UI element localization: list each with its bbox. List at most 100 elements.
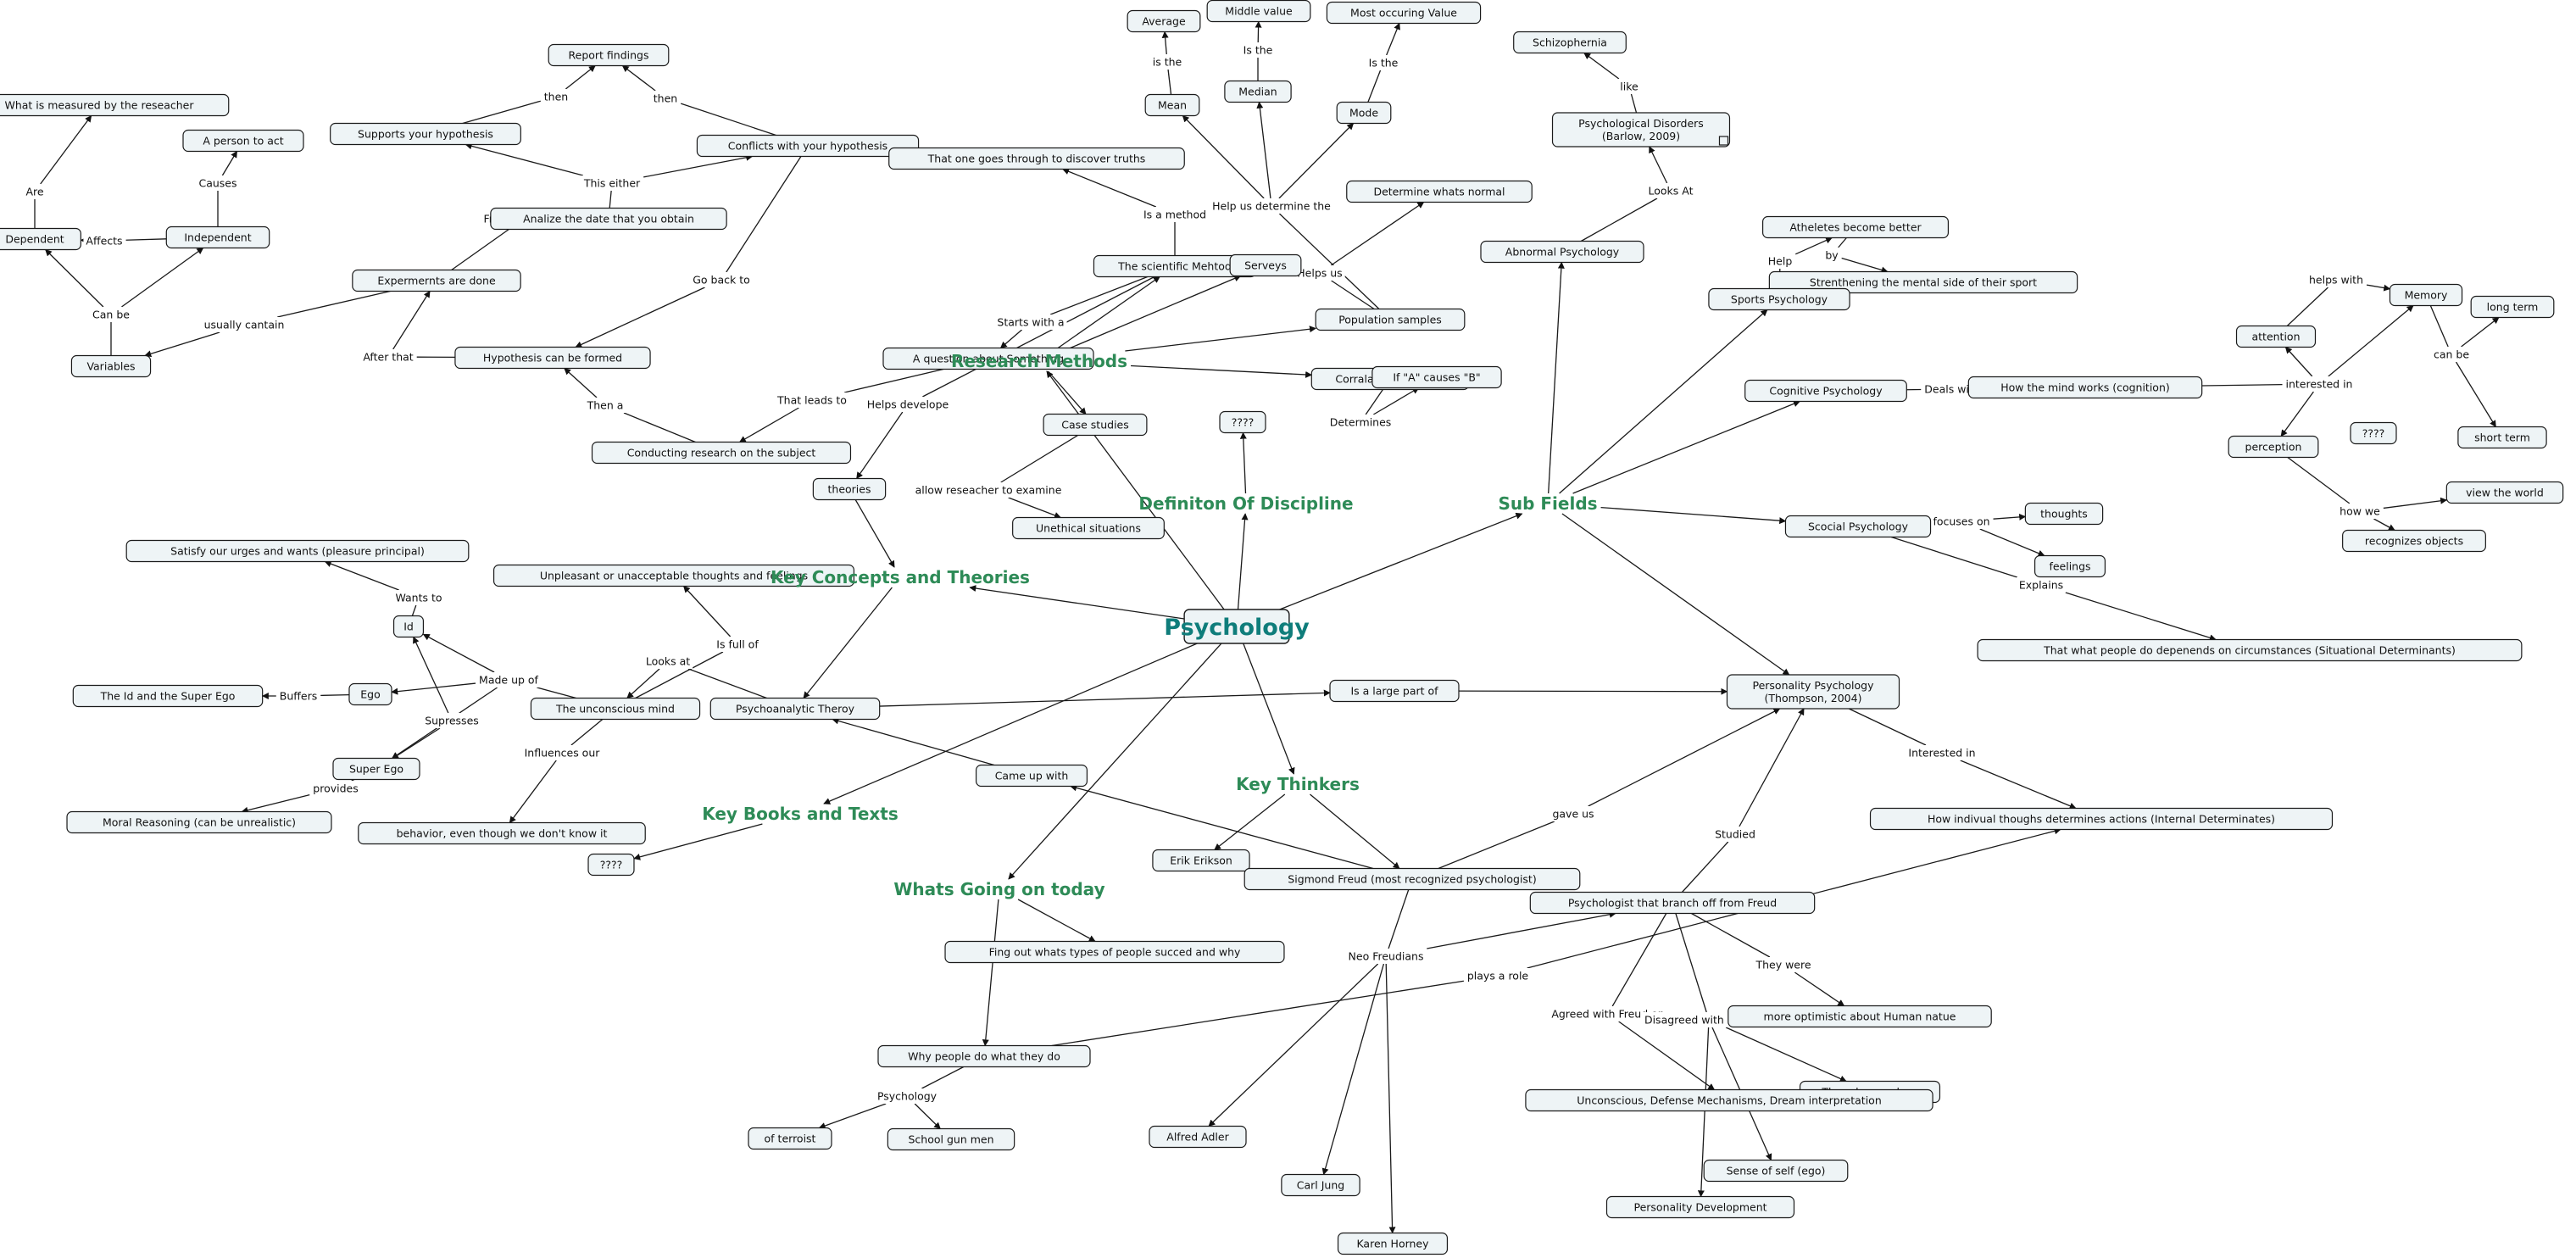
concept-succeed[interactable]: Fing out whats types of people succed an…: [944, 940, 1285, 964]
link-label: Is full of: [716, 638, 759, 651]
concept-short-term[interactable]: short term: [2457, 426, 2547, 449]
concept-adler[interactable]: Alfred Adler: [1149, 1125, 1247, 1149]
concept-individual[interactable]: How indivual thoughs determines actions …: [1869, 807, 2334, 831]
concept-cognitive[interactable]: Cognitive Psychology: [1744, 379, 1907, 403]
link-allow: allow reseacher to examine: [912, 482, 1065, 498]
concept-qq-cog[interactable]: ????: [2350, 421, 2397, 445]
concept-analize[interactable]: Analize the date that you obtain: [490, 207, 727, 231]
concept-strengthening[interactable]: Strenthening the mental side of their sp…: [1768, 270, 2078, 294]
concept-sports[interactable]: Sports Psychology: [1708, 287, 1850, 311]
concept-memory[interactable]: Memory: [2389, 283, 2463, 307]
concept-median[interactable]: Median: [1224, 80, 1292, 103]
concept-terroist[interactable]: of terroist: [748, 1127, 832, 1150]
concept-personality[interactable]: Personality Psychology(Thompson, 2004): [1726, 674, 1900, 710]
concept-feelings[interactable]: feelings: [2034, 554, 2106, 578]
concept-satisfy[interactable]: Satisfy our urges and wants (pleasure pr…: [125, 539, 470, 563]
concept-label: Serveys: [1244, 259, 1287, 272]
concept-sense-self[interactable]: Sense of self (ego): [1703, 1159, 1849, 1183]
concept-dependent[interactable]: Dependent: [0, 227, 81, 251]
concept-mind-works[interactable]: How the mind works (cognition): [1967, 376, 2203, 399]
concept-optimistic[interactable]: more optimistic about Human natue: [1728, 1005, 1992, 1028]
connector: [40, 114, 92, 185]
concept-recognizes[interactable]: recognizes objects: [2342, 529, 2486, 553]
link-label: Is the: [1243, 44, 1273, 57]
concept-large-part[interactable]: Is a large part of: [1329, 679, 1460, 703]
concept-qq-def[interactable]: ????: [1219, 410, 1266, 434]
concept-unpleasant[interactable]: Unpleasant or unacceptable thoughts and …: [492, 564, 855, 587]
concept-jung[interactable]: Carl Jung: [1281, 1173, 1360, 1197]
concept-serveys[interactable]: Serveys: [1229, 253, 1302, 277]
category-today[interactable]: Whats Going on today: [893, 879, 1104, 899]
concept-middle[interactable]: Middle value: [1206, 0, 1311, 23]
category-definition[interactable]: Definiton Of Discipline: [1138, 493, 1353, 514]
concept-disorders[interactable]: Psychological Disorders(Barlow, 2009): [1551, 112, 1731, 148]
concept-conducting[interactable]: Conducting research on the subject: [591, 441, 852, 465]
concept-box: [1144, 93, 1200, 117]
concept-qq-books[interactable]: ????: [587, 853, 635, 877]
concept-unethical[interactable]: Unethical situations: [1012, 516, 1165, 540]
concept-schizo[interactable]: Schizophernia: [1513, 31, 1627, 54]
concept-psychoanalytic[interactable]: Psychoanalytic Theroy: [709, 697, 881, 721]
concept-athletes[interactable]: Atheletes become better: [1761, 215, 1950, 239]
concept-super-ego[interactable]: Super Ego: [332, 757, 420, 781]
concept-experiments[interactable]: Expermernts are done: [352, 269, 521, 292]
concept-attention[interactable]: attention: [2235, 325, 2317, 348]
concept-thoughts[interactable]: thoughts: [2024, 502, 2104, 526]
concept-mode[interactable]: Mode: [1336, 101, 1392, 125]
category-key-thinkers[interactable]: Key Thinkers: [1236, 774, 1360, 794]
concept-ego[interactable]: Ego: [348, 682, 392, 706]
concept-question[interactable]: A question about Something: [882, 347, 1094, 370]
concept-if-a[interactable]: If "A" causes "B": [1371, 365, 1502, 389]
concept-freud[interactable]: Sigmond Freud (most recognized psycholog…: [1243, 867, 1581, 891]
concept-report[interactable]: Report findings: [548, 43, 670, 67]
category-research-methods[interactable]: Research Methods: [951, 351, 1127, 371]
concept-id[interactable]: Id: [392, 615, 425, 638]
concept-normal[interactable]: Determine whats normal: [1346, 180, 1533, 203]
concept-erikson[interactable]: Erik Erikson: [1152, 849, 1250, 872]
connector: [1618, 1021, 1716, 1091]
concept-social[interactable]: Scocial Psychology: [1784, 515, 1932, 538]
link-label-bg: [2016, 577, 2067, 593]
concept-box: [587, 853, 635, 877]
concept-circumstances[interactable]: That what people do depenends on circums…: [1977, 638, 2523, 662]
concept-hypothesis[interactable]: Hypothesis can be formed: [454, 346, 651, 370]
concept-conflicts[interactable]: Conflicts with your hypothesis: [696, 134, 920, 158]
concept-population[interactable]: Population samples: [1315, 308, 1466, 331]
concept-case-studies[interactable]: Case studies: [1043, 413, 1148, 437]
concept-person-to-act[interactable]: A person to act: [182, 129, 304, 153]
category-key-books[interactable]: Key Books and Texts: [702, 804, 899, 824]
concept-horney[interactable]: Karen Horney: [1337, 1232, 1449, 1255]
concept-discover[interactable]: That one goes through to discover truths: [888, 147, 1185, 170]
link-label: is the: [1153, 56, 1182, 69]
concept-view-world[interactable]: view the world: [2445, 481, 2564, 504]
concept-mean[interactable]: Mean: [1144, 93, 1200, 117]
concept-label: Hypothesis can be formed: [483, 352, 622, 365]
concept-moral[interactable]: Moral Reasoning (can be unrealistic): [66, 810, 332, 834]
concept-why-people[interactable]: Why people do what they do: [877, 1044, 1091, 1068]
category-sub-fields[interactable]: Sub Fields: [1498, 493, 1597, 514]
concept-measured[interactable]: What is measured by the reseacher: [0, 93, 230, 117]
concept-id-super[interactable]: The Id and the Super Ego: [72, 684, 264, 708]
concept-theories[interactable]: theories: [812, 477, 887, 501]
concept-behavior[interactable]: behavior, even though we don't know it: [358, 821, 646, 845]
concept-supports[interactable]: Supports your hypothesis: [330, 122, 521, 146]
concept-scientific[interactable]: The scientific Mehtod: [1093, 254, 1257, 278]
concept-independent[interactable]: Independent: [165, 225, 270, 249]
external-link-icon[interactable]: [1718, 136, 1729, 146]
category-key-concepts[interactable]: Key Concepts and Theories: [771, 567, 1030, 587]
concept-branch[interactable]: Psychologist that branch off from Freud: [1529, 891, 1816, 915]
root-concept[interactable]: Psychology: [1164, 609, 1310, 644]
concept-average[interactable]: Average: [1127, 9, 1201, 33]
concept-came-up[interactable]: Came up with: [975, 764, 1088, 788]
concept-unconscious[interactable]: The unconscious mind: [530, 697, 701, 721]
concept-perception[interactable]: perception: [2228, 435, 2319, 459]
concept-variables[interactable]: Variables: [70, 354, 152, 378]
concept-unconscious-defense[interactable]: Unconscious, Defense Mechanisms, Dream i…: [1525, 1088, 1933, 1112]
concept-abnormal[interactable]: Abnormal Psychology: [1480, 240, 1644, 264]
concept-personality-dev[interactable]: Personality Development: [1605, 1195, 1795, 1219]
concept-most[interactable]: Most occuring Value: [1326, 1, 1482, 25]
concept-gun-men[interactable]: School gun men: [887, 1127, 1015, 1151]
concept-box: [812, 477, 887, 501]
concept-long-term[interactable]: long term: [2470, 295, 2555, 319]
